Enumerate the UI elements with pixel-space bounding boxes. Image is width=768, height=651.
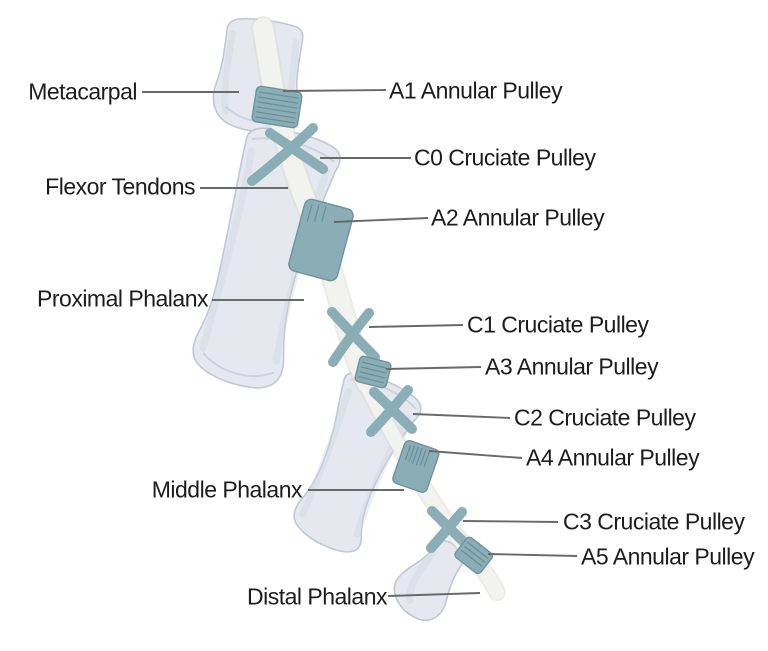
a4-pulley-ribs	[404, 444, 431, 467]
a2-annular-pulley-label: A2 Annular Pulley	[431, 204, 605, 231]
a4-annular-pulley-label: A4 Annular Pulley	[526, 444, 700, 471]
middle-phalanx-label: Middle Phalanx	[151, 476, 303, 503]
c1-cruciate-pulley-label: C1 Cruciate Pulley	[467, 311, 649, 338]
metacarpal-label: Metacarpal	[28, 78, 137, 105]
a3-annular-pulley-leader-line	[385, 366, 482, 370]
a1-pulley-ribs	[255, 91, 299, 124]
proximal-phalanx-label: Proximal Phalanx	[37, 285, 208, 312]
a1-annular-pulley-band	[251, 85, 303, 129]
a3-annular-pulley-band	[354, 355, 392, 389]
c0-cruciate-pulley-label: C0 Cruciate Pulley	[414, 144, 596, 171]
distal-phalanx-label: Distal Phalanx	[246, 583, 388, 610]
c2-cruciate-pulley-leader-line	[412, 413, 511, 419]
a4-annular-pulley-band	[392, 439, 440, 493]
c3-cruciate-pulley-label: C3 Cruciate Pulley	[563, 508, 745, 535]
a2-annular-pulley-leader-line	[333, 217, 429, 223]
a3-annular-pulley-label: A3 Annular Pulley	[485, 353, 659, 380]
a4-annular-pulley-leader-line	[428, 450, 523, 459]
c1-cruciate-pulley-band	[327, 307, 380, 367]
c1-cruciate-pulley-leader-line	[368, 324, 464, 328]
distal-phalanx-leader-line	[387, 592, 481, 597]
c2-cruciate-pulley-band	[366, 385, 417, 437]
c0-cruciate-pulley-band	[247, 123, 328, 186]
a5-annular-pulley-label: A5 Annular Pulley	[581, 543, 755, 570]
a5-annular-pulley-band	[454, 536, 494, 575]
a5-annular-pulley-leader-line	[487, 553, 578, 557]
a1-annular-pulley-label: A1 Annular Pulley	[389, 77, 563, 104]
c2-cruciate-pulley-label: C2 Cruciate Pulley	[514, 404, 696, 431]
c3-cruciate-pulley-leader-line	[462, 520, 559, 523]
leader-lines	[142, 89, 578, 597]
flexor-tendons-label: Flexor Tendons	[45, 173, 195, 200]
a1-annular-pulley-leader-line	[282, 89, 387, 92]
a2-annular-pulley-band	[288, 198, 354, 282]
